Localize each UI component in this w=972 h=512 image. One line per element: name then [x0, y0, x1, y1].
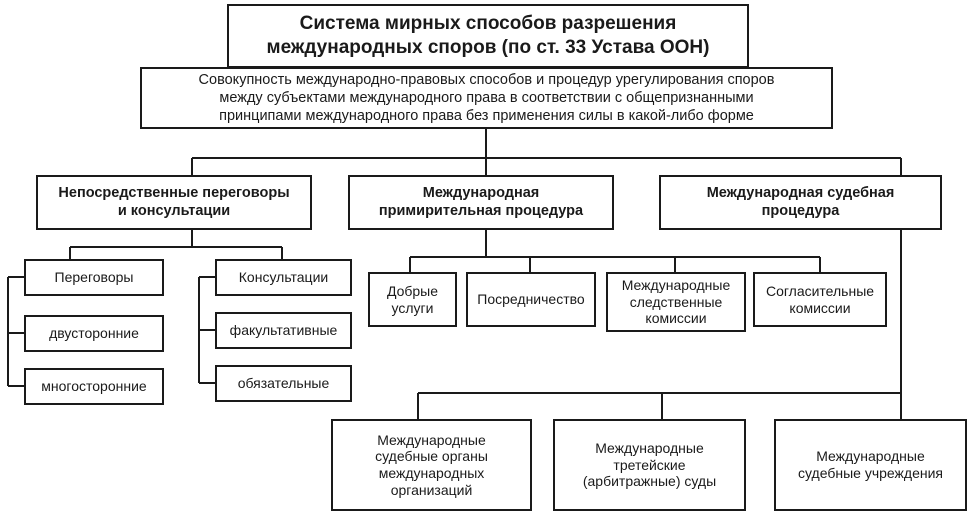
branch-judicial: Международная судебная процедура	[659, 175, 942, 230]
intl-org-judicial-bodies-label: Международные судебные органы международ…	[375, 431, 488, 498]
branch-judicial-label: Международная судебная процедура	[706, 185, 895, 219]
inquiry-commissions-box: Международные следственные комиссии	[606, 272, 746, 332]
optional-label: факультативные	[229, 322, 338, 339]
conciliation-commissions-box: Согласительные комиссии	[753, 272, 887, 327]
intl-org-judicial-bodies-box: Международные судебные органы международ…	[331, 419, 532, 511]
diagram-title: Система мирных способов разрешения между…	[227, 4, 749, 68]
branch-negotiations: Непосредственные переговоры и консультац…	[36, 175, 312, 230]
bilateral-box: двусторонние	[24, 315, 164, 352]
arbitration-courts-label: Международные третейские (арбитражные) с…	[582, 440, 717, 490]
good-offices-label: Добрые услуги	[386, 282, 439, 316]
arbitration-courts-box: Международные третейские (арбитражные) с…	[553, 419, 746, 511]
mediation-box: Посредничество	[466, 272, 596, 327]
consultations-label: Консультации	[238, 269, 329, 286]
consultations-box: Консультации	[215, 259, 352, 296]
optional-box: факультативные	[215, 312, 352, 349]
multilateral-box: многосторонние	[24, 368, 164, 405]
bilateral-label: двусторонние	[49, 325, 139, 342]
branch-conciliation-label: Международная примирительная процедура	[378, 185, 584, 219]
branch-negotiations-label: Непосредственные переговоры и консультац…	[58, 185, 290, 219]
inquiry-commissions-label: Международные следственные комиссии	[621, 277, 731, 327]
branch-conciliation: Международная примирительная процедура	[348, 175, 614, 230]
diagram-title-text: Система мирных способов разрешения между…	[266, 13, 710, 58]
judicial-institutions-label: Международные судебные учреждения	[798, 448, 943, 481]
mandatory-box: обязательные	[215, 365, 352, 402]
definition-text: Совокупность международно-правовых спосо…	[198, 71, 775, 125]
multilateral-label: многосторонние	[41, 378, 147, 395]
judicial-institutions-box: Международные судебные учреждения	[774, 419, 967, 511]
definition-box: Совокупность международно-правовых спосо…	[140, 67, 833, 129]
negotiations-box: Переговоры	[24, 259, 164, 296]
mediation-label: Посредничество	[477, 291, 585, 308]
mandatory-label: обязательные	[237, 375, 330, 392]
good-offices-box: Добрые услуги	[368, 272, 457, 327]
conciliation-commissions-label: Согласительные комиссии	[765, 282, 875, 316]
negotiations-label: Переговоры	[54, 269, 134, 286]
